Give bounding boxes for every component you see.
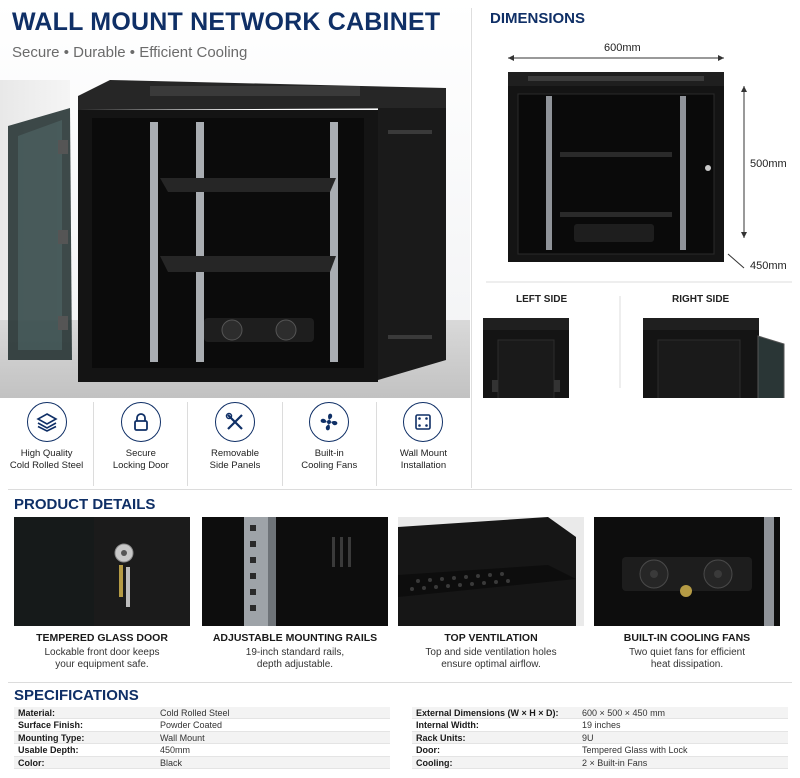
spec-row: Rack Units: 9U bbox=[412, 731, 788, 745]
spec-row: External Dimensions (W × H × D): 600 × 50… bbox=[412, 707, 788, 720]
spec-row: Usable Depth: 450mm bbox=[14, 744, 390, 757]
depth-dimension-label: 450mm bbox=[750, 260, 787, 272]
spec-key: Color: bbox=[18, 757, 45, 768]
section-divider bbox=[471, 8, 472, 488]
dimensions-title: DIMENSIONS bbox=[490, 10, 586, 27]
lock-icon bbox=[120, 402, 161, 442]
wall-mount-icon bbox=[403, 402, 444, 442]
feature-label-line1: Wall Mount bbox=[399, 448, 447, 459]
page-tagline: Secure • Durable • Efficient Cooling bbox=[12, 44, 248, 61]
product-details-title: PRODUCT DETAILS bbox=[14, 496, 156, 513]
height-dimension-label: 500mm bbox=[750, 158, 787, 170]
right-side-label: RIGHT SIDE bbox=[672, 294, 730, 305]
tools-icon bbox=[215, 402, 255, 442]
spec-value: Black bbox=[160, 757, 183, 768]
cabinet-hero-image bbox=[8, 80, 446, 382]
spec-key: Door: bbox=[416, 745, 440, 756]
detail-card-glass-door: TEMPERED GLASS DOOR Lockable front door … bbox=[14, 517, 190, 671]
spec-value: 9U bbox=[582, 732, 594, 743]
top-ventilation-image bbox=[398, 517, 584, 626]
detail-desc-line2: depth adjustable. bbox=[256, 659, 334, 670]
spec-row: Cooling: 2 × Built-in Fans bbox=[412, 756, 788, 769]
spec-key: Rack Units: bbox=[416, 732, 466, 743]
fan-icon bbox=[309, 402, 350, 442]
feature-label-line2: Installation bbox=[400, 460, 447, 471]
detail-name: ADJUSTABLE MOUNTING RAILS bbox=[212, 632, 378, 644]
detail-desc-line1: 19-inch standard rails, bbox=[245, 647, 345, 658]
detail-desc-line1: Lockable front door keeps bbox=[44, 647, 160, 658]
spec-value: Cold Rolled Steel bbox=[160, 708, 230, 718]
feature-label-line1: High Quality bbox=[20, 448, 73, 459]
detail-name: TOP VENTILATION bbox=[444, 632, 538, 644]
feature-label-line1: Built-in bbox=[314, 448, 344, 459]
cooling-fans-image bbox=[594, 517, 780, 626]
spec-row: Material: Cold Rolled Steel bbox=[14, 707, 390, 720]
detail-name: TEMPERED GLASS DOOR bbox=[36, 632, 168, 644]
spec-value: 450mm bbox=[160, 745, 191, 756]
layers-icon bbox=[26, 402, 67, 442]
spec-value: 2 × Built-in Fans bbox=[582, 757, 648, 768]
feature-label-line2: Cooling Fans bbox=[301, 460, 358, 471]
feature-label-line2: Cold Rolled Steel bbox=[9, 460, 84, 471]
spec-row: Color: Black bbox=[14, 756, 390, 769]
detail-desc-line2: ensure optimal airflow. bbox=[441, 659, 541, 670]
feature-label-line2: Side Panels bbox=[209, 460, 261, 471]
feature-label-line1: Removable bbox=[210, 448, 260, 459]
spec-row: Surface Finish: Powder Coated bbox=[14, 719, 390, 732]
spec-row: Mounting Type: Wall Mount bbox=[14, 731, 390, 745]
spec-value: Tempered Glass with Lock bbox=[582, 745, 688, 756]
feature-label-line2: Locking Door bbox=[112, 460, 169, 471]
spec-table-left: Material: Cold Rolled Steel Surface Finis… bbox=[14, 707, 390, 769]
mounting-rails-image bbox=[202, 517, 388, 626]
glass-door-image bbox=[14, 517, 190, 626]
spec-table-right: External Dimensions (W × H × D): 600 × 50… bbox=[412, 707, 788, 769]
detail-desc-line1: Top and side ventilation holes bbox=[425, 647, 557, 658]
section-divider bbox=[8, 489, 792, 490]
spec-key: External Dimensions (W × H × D): bbox=[416, 708, 559, 718]
detail-desc-line1: Two quiet fans for efficient bbox=[629, 647, 745, 658]
spec-value: Powder Coated bbox=[160, 720, 223, 731]
section-divider bbox=[8, 682, 792, 683]
feature-label-line1: Secure bbox=[125, 448, 156, 459]
left-side-label: LEFT SIDE bbox=[516, 294, 568, 305]
spec-key: Usable Depth: bbox=[18, 745, 79, 756]
spec-key: Surface Finish: bbox=[18, 720, 84, 731]
detail-desc-line2: your equipment safe. bbox=[55, 659, 149, 670]
spec-key: Material: bbox=[18, 708, 56, 718]
width-dimension-label: 600mm bbox=[604, 42, 641, 54]
hero-section: WALL MOUNT NETWORK CABINET Secure • Dura… bbox=[0, 0, 470, 398]
page-title: WALL MOUNT NETWORK CABINET bbox=[12, 8, 441, 36]
spec-value: 600 × 500 × 450 mm bbox=[582, 708, 666, 718]
detail-card-top-ventilation: TOP VENTILATION Top and side ventilation… bbox=[398, 517, 584, 671]
detail-card-mounting-rails: ADJUSTABLE MOUNTING RAILS 19-inch standa… bbox=[202, 517, 388, 671]
detail-card-cooling-fans: BUILT-IN COOLING FANS Two quiet fans for… bbox=[594, 517, 780, 671]
spec-key: Cooling: bbox=[416, 757, 453, 768]
spec-value: Wall Mount bbox=[160, 732, 205, 743]
spec-row: Internal Width: 19 inches bbox=[412, 719, 788, 732]
spec-row: Door: Tempered Glass with Lock bbox=[412, 744, 788, 757]
detail-name: BUILT-IN COOLING FANS bbox=[623, 632, 751, 644]
spec-key: Internal Width: bbox=[416, 720, 479, 731]
specifications-title: SPECIFICATIONS bbox=[14, 687, 139, 704]
dimension-diagram bbox=[483, 55, 792, 398]
detail-desc-line2: heat dissipation. bbox=[650, 659, 724, 670]
spec-key: Mounting Type: bbox=[18, 732, 85, 743]
dimensions-panel: DIMENSIONS bbox=[478, 0, 800, 398]
spec-value: 19 inches bbox=[582, 720, 621, 731]
